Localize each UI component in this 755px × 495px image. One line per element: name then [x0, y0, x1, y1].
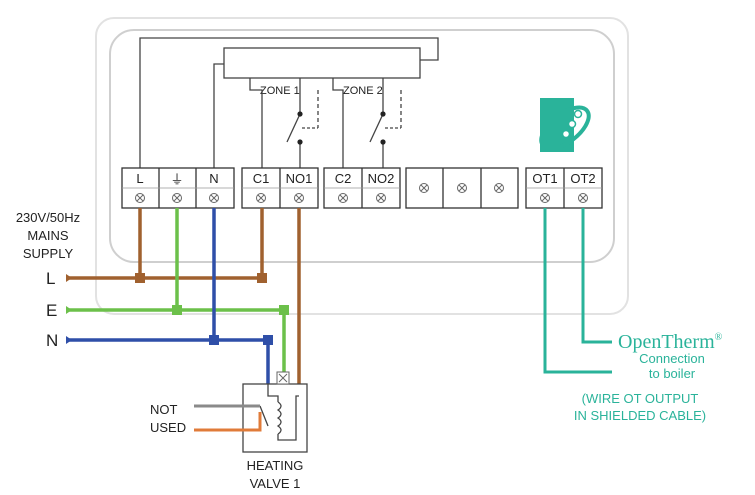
screw-icon [540, 193, 550, 203]
screw-icon [135, 193, 145, 203]
earth-junction [172, 305, 182, 315]
screw-icon [494, 183, 504, 193]
screw-icon [419, 183, 429, 193]
opentherm-connection-2: to boiler [649, 366, 696, 381]
screw-icon [338, 193, 348, 203]
zone-1-contact-top [297, 111, 303, 117]
zone-2-relay [332, 78, 402, 168]
opentherm-note-2: IN SHIELDED CABLE) [574, 408, 706, 423]
mains-n-label: N [46, 331, 58, 350]
mains-supply-supply: SUPPLY [23, 246, 74, 261]
mains-e-label: E [46, 301, 57, 320]
mains-l-label: L [46, 269, 55, 288]
registered-mark: ® [715, 332, 723, 343]
wire-internal-l [139, 37, 439, 168]
screw-icon [294, 193, 304, 203]
outer-housing [95, 17, 629, 315]
opentherm-connection-1: Connection [639, 351, 705, 366]
not-used-label-1: NOT [150, 402, 178, 417]
zone-1-contact-bottom [297, 139, 303, 145]
earth-junction [279, 305, 289, 315]
heating-valve-label-1: HEATING [247, 458, 304, 473]
zone-2-contact-bottom [380, 139, 386, 145]
mains-supply-mains: MAINS [27, 228, 69, 243]
zone-2-label: ZONE 2 [343, 85, 383, 97]
not-used-label-2: USED [150, 420, 186, 435]
opentherm-note-1: (WIRE OT OUTPUT [582, 391, 699, 406]
screw-icon [209, 193, 219, 203]
terminal-ot1-label: OT1 [532, 171, 557, 186]
opentherm-brand: OpenTherm® [618, 331, 723, 353]
heating-valve-label-2: VALVE 1 [250, 476, 301, 491]
terminal-block-opentherm [525, 167, 603, 209]
opentherm-logo-icon [539, 98, 591, 152]
zone-2-contact-top [380, 111, 386, 117]
opentherm-wires [543, 208, 612, 374]
screw-icon [376, 193, 386, 203]
valve-internal-wiring [259, 384, 299, 441]
terminal-no1-label: NO1 [286, 171, 313, 186]
heating-valve-box [242, 383, 308, 453]
not-used-wires [194, 404, 262, 432]
terminal-block-zone-2 [323, 167, 401, 209]
terminal-no2-label: NO2 [368, 171, 395, 186]
terminal-n-label: N [209, 171, 218, 186]
neutral-wires [66, 208, 270, 384]
screw-icon [172, 193, 182, 203]
neutral-junction [263, 335, 273, 345]
screw-icon [457, 183, 467, 193]
inner-housing [109, 29, 615, 263]
terminal-earth-label: ⏚ [170, 172, 183, 187]
zone-1-relay [249, 78, 319, 168]
live-junction [135, 273, 145, 283]
terminal-block-zone-1 [241, 167, 319, 209]
relay-block [223, 47, 421, 79]
earth-wires [66, 208, 286, 384]
terminal-l-label: L [136, 171, 143, 186]
screw-icon [578, 193, 588, 203]
terminal-c1-label: C1 [253, 171, 270, 186]
terminal-c2-label: C2 [335, 171, 352, 186]
neutral-arrow-icon [66, 336, 72, 344]
wire-internal-n [213, 63, 224, 168]
valve-earth-screw-icon [276, 371, 290, 385]
live-junction [257, 273, 267, 283]
mains-supply-voltage: 230V/50Hz [16, 210, 80, 225]
terminal-screw-icons [135, 183, 588, 203]
earth-arrow-icon [66, 306, 72, 314]
terminal-ot2-label: OT2 [570, 171, 595, 186]
live-arrow-icon [66, 274, 72, 282]
live-wires [66, 208, 301, 384]
neutral-junction [209, 335, 219, 345]
zone-1-label: ZONE 1 [260, 85, 300, 97]
screw-icon [256, 193, 266, 203]
